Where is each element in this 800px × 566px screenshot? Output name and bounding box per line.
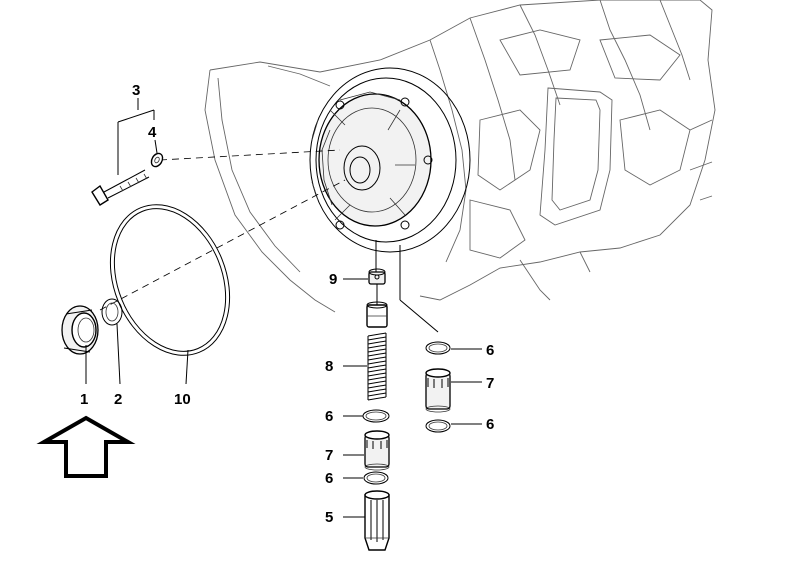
callout-8: 8: [325, 358, 333, 375]
callout-4: 4: [148, 124, 157, 141]
callout-3: 3: [132, 82, 140, 99]
sleeve-part-7-right: [425, 368, 451, 413]
o-ring-part-10: [109, 204, 231, 356]
o-ring-part-6-right-upper: [425, 341, 451, 355]
callout-1: 1: [80, 391, 88, 408]
callout-6-right-upper: 6: [486, 342, 494, 359]
callout-6-column-lower: 6: [325, 470, 333, 487]
callout-leaders: [85, 98, 482, 518]
callout-9: 9: [329, 271, 337, 288]
oil-pump-assembly: [309, 67, 471, 253]
bolt-part-3: [91, 169, 150, 206]
sleeve-part-7-column: [364, 430, 390, 471]
valve-body-part-5: [364, 490, 390, 551]
callout-7-right: 7: [486, 375, 494, 392]
valve-piston: [366, 301, 388, 328]
plug-part-9: [368, 268, 386, 305]
washer-part-4: [150, 152, 164, 168]
callout-6-right-lower: 6: [486, 416, 494, 433]
callout-7-column: 7: [325, 447, 333, 464]
callout-5: 5: [325, 509, 333, 526]
spring-part-8: [367, 332, 387, 401]
ring-part-2: [101, 298, 123, 326]
up-arrow-outline-icon: [36, 415, 136, 478]
transmission-housing: [204, 0, 716, 313]
leader-lines: [99, 149, 439, 333]
o-ring-part-6-column-upper: [362, 409, 390, 423]
callout-6-column-upper: 6: [325, 408, 333, 425]
callout-10: 10: [174, 391, 191, 408]
o-ring-part-6-column-lower: [363, 471, 389, 485]
shaft-seal-part-1: [61, 305, 99, 355]
o-ring-part-6-right-lower: [425, 419, 451, 433]
callout-2: 2: [114, 391, 122, 408]
